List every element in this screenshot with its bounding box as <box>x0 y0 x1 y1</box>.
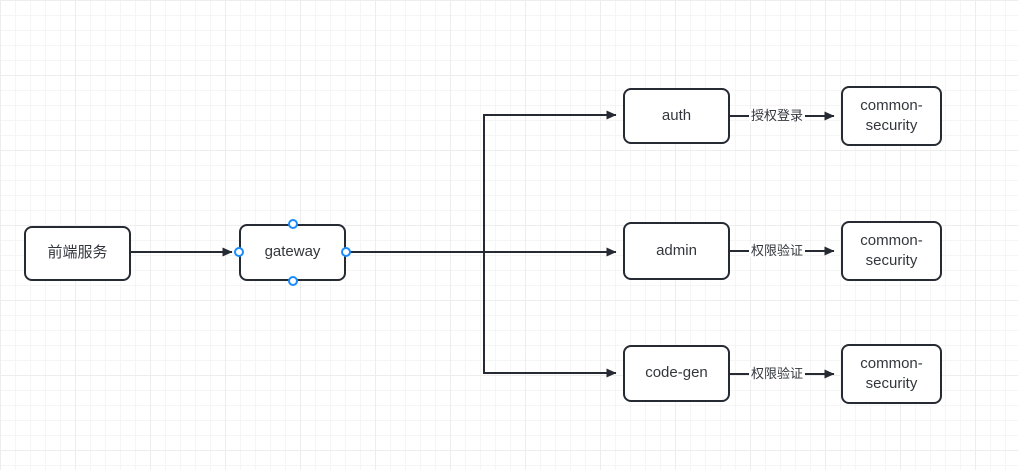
node-auth[interactable]: auth <box>623 88 730 144</box>
node-frontend-label: 前端服务 <box>47 244 108 262</box>
node-common-security-auth-label: common- security <box>860 96 923 134</box>
node-common-security-code-gen-label: common- security <box>860 354 923 392</box>
node-auth-label: auth <box>661 106 692 124</box>
node-admin[interactable]: admin <box>623 222 730 280</box>
node-gateway-label: gateway <box>264 243 321 261</box>
edge-gateway-to-code-gen[interactable] <box>483 252 617 378</box>
gateway-handle-bottom-icon[interactable] <box>288 276 298 286</box>
gateway-handle-right-icon[interactable] <box>341 247 351 257</box>
node-code-gen-label: code-gen <box>645 364 708 382</box>
edge-label-auth-security[interactable]: 授权登录 <box>749 108 806 123</box>
node-common-security-admin[interactable]: common- security <box>841 221 942 281</box>
node-frontend[interactable]: 前端服务 <box>24 226 131 281</box>
node-common-security-admin-label: common- security <box>860 231 923 269</box>
node-common-security-auth[interactable]: common- security <box>841 86 942 146</box>
node-gateway[interactable]: gateway <box>239 224 346 281</box>
node-common-security-code-gen[interactable]: common- security <box>841 344 942 404</box>
gateway-handle-top-icon[interactable] <box>288 219 298 229</box>
edge-gateway-to-auth[interactable] <box>346 110 617 253</box>
gateway-handle-left-icon[interactable] <box>234 247 244 257</box>
edge-label-admin-security[interactable]: 权限验证 <box>749 243 806 258</box>
edge-label-code-gen-security[interactable]: 权限验证 <box>749 366 806 381</box>
node-code-gen[interactable]: code-gen <box>623 345 730 402</box>
node-admin-label: admin <box>656 241 697 259</box>
